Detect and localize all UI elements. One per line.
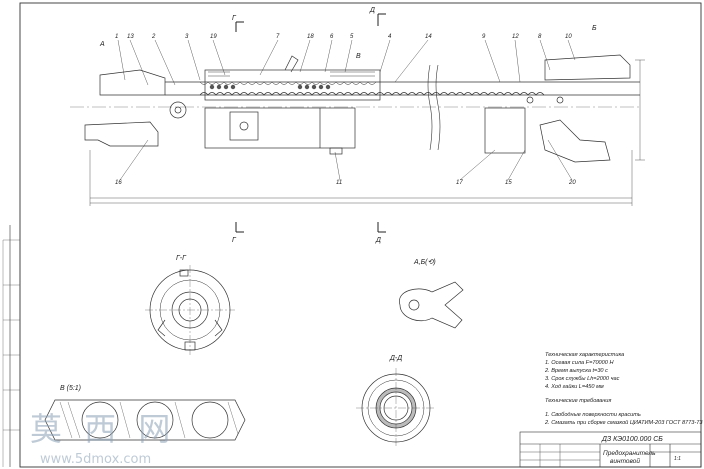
section-dd <box>356 368 436 448</box>
balloon-7: 7 <box>276 34 280 40</box>
section-gg <box>145 265 235 355</box>
left-gear <box>169 101 187 119</box>
view-title-gg: Г-Г <box>176 255 187 262</box>
balloon-18: 18 <box>307 34 314 40</box>
section-mark-d-bottom: Д <box>375 237 381 244</box>
req-item-1: 1. Свободные поверхности красить <box>545 412 641 418</box>
tech-item-1: 1. Осевая сила F=70000 Н <box>545 360 614 366</box>
view-mark-v: В <box>356 53 361 60</box>
technical-notes: Техническая характеристика 1. Осевая сил… <box>544 352 703 426</box>
detail-b <box>44 399 246 441</box>
ball-row <box>209 84 331 90</box>
housing-lower <box>204 107 356 149</box>
main-view <box>70 39 645 206</box>
watermark-url: www.5dmox.com <box>40 452 151 467</box>
title-name-line1: Предохранитель <box>603 449 656 457</box>
req-item-2: 2. Смазать при сборке смазкой ЦИАТИМ-203… <box>544 419 703 426</box>
view-mark-a: А <box>99 41 105 48</box>
balloon-3: 3 <box>185 34 189 40</box>
title-designation: ДЗ КЭ0100.000 СБ <box>601 436 663 443</box>
view-title-b: В (5:1) <box>60 385 81 392</box>
tech-title: Техническая характеристика <box>545 352 624 358</box>
right-fork <box>544 54 631 81</box>
section-mark-g-top: Г <box>232 15 237 22</box>
balloon-16: 16 <box>115 180 122 186</box>
balloon-5: 5 <box>350 34 354 40</box>
section-cut-marks <box>235 13 386 233</box>
req-title: Технические требования <box>545 398 611 404</box>
title-scale: 1:1 <box>674 456 681 462</box>
view-title-dd: Д-Д <box>389 355 402 362</box>
balloon-10: 10 <box>565 34 572 40</box>
leader-lines <box>117 39 576 181</box>
view-ab-lever <box>399 281 464 329</box>
balloon-9: 9 <box>482 34 486 40</box>
balloon-20: 20 <box>568 180 576 186</box>
view-title-ab: А,Б(⟲) <box>413 259 436 266</box>
screw-thread <box>199 92 545 96</box>
section-mark-g-bottom: Г <box>232 237 237 244</box>
left-fork <box>84 121 159 147</box>
left-stamp-grid <box>2 239 20 467</box>
balloon-8: 8 <box>538 34 542 40</box>
balloon-15: 15 <box>505 180 512 186</box>
balloon-14: 14 <box>425 34 432 40</box>
balloon-13: 13 <box>127 34 134 40</box>
sheet-frame <box>19 2 702 468</box>
tech-item-2: 2. Время выпуска t=30 с <box>544 368 608 374</box>
title-name-line2: винтовой <box>610 457 640 465</box>
view-mark-b: Б <box>592 25 597 32</box>
tech-item-3: 3. Срок службы Lh=2000 час <box>545 376 620 382</box>
nut-body <box>204 69 381 101</box>
balloon-19: 19 <box>210 34 217 40</box>
balloon-2: 2 <box>151 34 156 40</box>
balloon-11: 11 <box>336 180 342 186</box>
balloon-17: 17 <box>456 180 463 186</box>
title-block <box>519 431 702 468</box>
watermark-chars: 莫 西 网 <box>30 410 176 448</box>
right-housing <box>484 107 526 154</box>
section-mark-d-top: Д <box>369 7 375 14</box>
balloon-12: 12 <box>512 34 519 40</box>
balloon-4: 4 <box>388 34 392 40</box>
tech-item-4: 4. Ход гайки L=450 мм <box>545 383 604 390</box>
balloon-1: 1 <box>115 34 118 40</box>
balloon-6: 6 <box>330 34 334 40</box>
